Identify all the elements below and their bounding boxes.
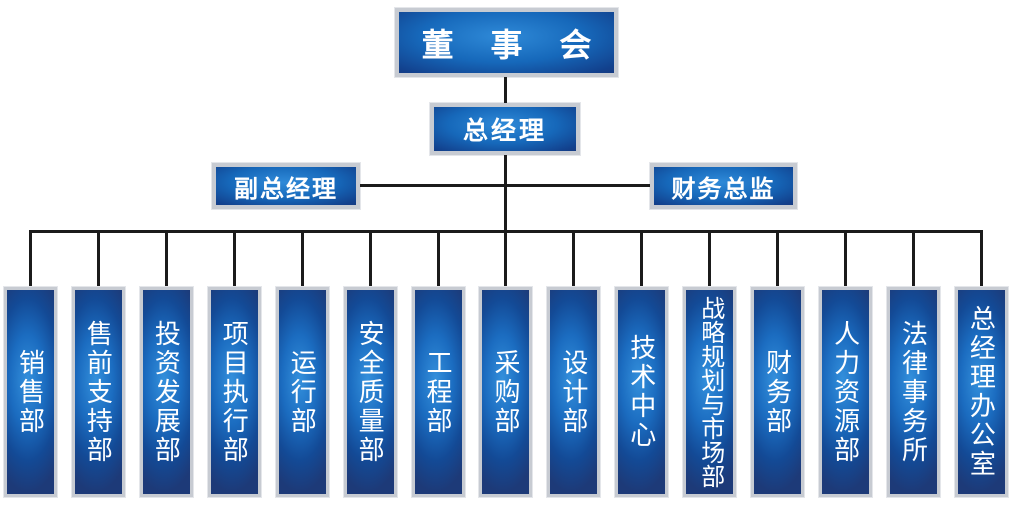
department-column: 人力资源部 [819, 230, 873, 500]
department-box-strategy-market: 战略规划与市场部 [683, 287, 737, 497]
department-label: 战略规划与市场部 [696, 296, 724, 488]
board-of-directors-box: 董 事 会 [395, 8, 618, 77]
general-manager-box: 总经理 [430, 103, 580, 155]
department-label: 工程部 [423, 348, 454, 436]
department-column: 工程部 [411, 230, 465, 500]
department-label: 采购部 [490, 348, 521, 436]
connector-stub [776, 230, 780, 287]
department-box-operations: 运行部 [275, 287, 329, 497]
connector-deputy-to-cfo [360, 184, 650, 187]
connector-stub [572, 230, 576, 287]
department-box-procurement: 采购部 [479, 287, 533, 497]
department-column: 法律事务所 [886, 230, 940, 500]
department-column: 设计部 [547, 230, 601, 500]
department-box-human-resources: 人力资源部 [819, 287, 873, 497]
department-box-gm-office: 总经理办公室 [954, 287, 1008, 497]
department-label: 财务部 [762, 348, 793, 436]
department-column: 技术中心 [615, 230, 669, 500]
department-label: 人力资源部 [830, 319, 861, 465]
department-label: 投资发展部 [151, 319, 182, 465]
connector-gm-to-bus [504, 155, 507, 232]
connector-stub [640, 230, 644, 287]
connector-stub [232, 230, 236, 287]
department-box-safety-quality: 安全质量部 [343, 287, 397, 497]
department-label: 安全质量部 [355, 319, 386, 465]
connector-stub [844, 230, 848, 287]
department-box-sales: 销售部 [4, 287, 57, 497]
department-box-legal-affairs: 法律事务所 [886, 287, 940, 497]
department-column: 总经理办公室 [954, 230, 1008, 500]
department-box-investment-development: 投资发展部 [139, 287, 193, 497]
department-box-project-execution: 项目执行部 [207, 287, 261, 497]
department-column: 财务部 [751, 230, 805, 500]
department-column: 运行部 [275, 230, 329, 500]
connector-stub [504, 230, 508, 287]
department-box-finance: 财务部 [751, 287, 805, 497]
connector-stub [368, 230, 372, 287]
department-box-technical-center: 技术中心 [615, 287, 669, 497]
department-label: 运行部 [287, 348, 318, 436]
department-column: 项目执行部 [207, 230, 261, 500]
connector-stub [300, 230, 304, 287]
department-column: 采购部 [479, 230, 533, 500]
connector-stub [96, 230, 100, 287]
connector-stub [29, 230, 32, 287]
connector-stub [911, 230, 915, 287]
department-row: 销售部 售前支持部 投资发展部 项目执行部 运行部 [4, 230, 1008, 500]
department-column: 安全质量部 [343, 230, 397, 500]
department-label: 总经理办公室 [966, 305, 997, 479]
department-box-design: 设计部 [547, 287, 601, 497]
connector-board-to-gm [504, 77, 507, 103]
department-label: 项目执行部 [219, 319, 250, 465]
connector-stub [164, 230, 168, 287]
department-column: 销售部 [4, 230, 57, 500]
department-label: 销售部 [15, 348, 46, 436]
department-box-presales-support: 售前支持部 [71, 287, 125, 497]
department-label: 法律事务所 [898, 319, 929, 465]
connector-stub [979, 230, 983, 287]
connector-stub [436, 230, 440, 287]
department-box-engineering: 工程部 [411, 287, 465, 497]
department-column: 战略规划与市场部 [683, 230, 737, 500]
department-column: 售前支持部 [71, 230, 125, 500]
finance-director-box: 财务总监 [650, 163, 797, 209]
department-label: 技术中心 [626, 334, 657, 450]
department-label: 售前支持部 [83, 319, 114, 465]
deputy-general-manager-box: 副总经理 [212, 163, 360, 209]
department-column: 投资发展部 [139, 230, 193, 500]
connector-stub [708, 230, 712, 287]
department-label: 设计部 [558, 348, 589, 436]
